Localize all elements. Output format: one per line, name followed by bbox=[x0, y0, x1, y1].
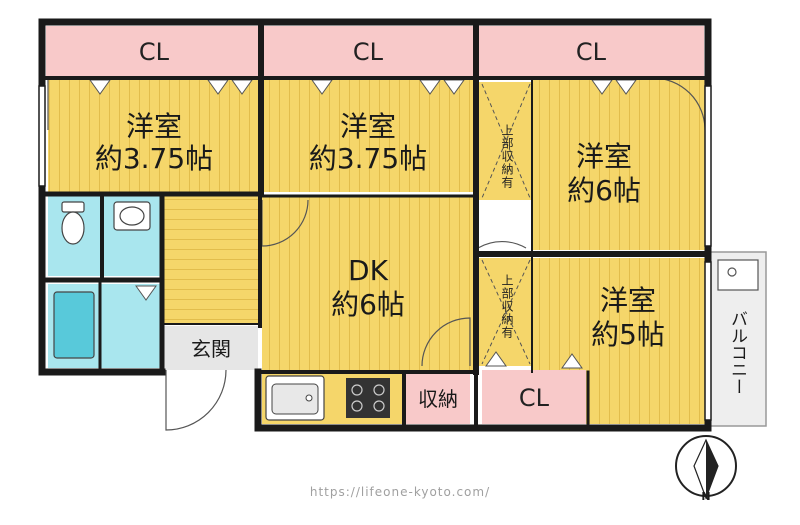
western-room-2-size: 約3.75帖 bbox=[309, 142, 427, 175]
sink-icon bbox=[113, 201, 151, 231]
western-room-4-name: 洋室 bbox=[600, 284, 656, 317]
western-room-4-size: 約5帖 bbox=[591, 318, 665, 351]
windows bbox=[38, 85, 712, 421]
closet-4 bbox=[482, 370, 586, 424]
balcony-label: バルコニー bbox=[727, 310, 747, 395]
closet-3 bbox=[478, 26, 704, 78]
western-room-1-name: 洋室 bbox=[126, 110, 182, 143]
bathtub-icon bbox=[53, 291, 95, 359]
western-room-1-size: 約3.75帖 bbox=[95, 142, 213, 175]
upper-storage-strip-1 bbox=[478, 82, 532, 200]
upper-storage-label-1: 上部収納有 bbox=[500, 124, 514, 189]
stove-icon bbox=[346, 378, 390, 418]
western-room-3-size: 約6帖 bbox=[567, 174, 641, 207]
compass-icon bbox=[675, 435, 737, 500]
entrance-floor bbox=[164, 326, 258, 370]
western-room-3-floor bbox=[533, 78, 705, 250]
compass-north-label: N bbox=[701, 490, 710, 503]
upper-storage-diagonals bbox=[481, 83, 531, 365]
closet-2-label: CL bbox=[353, 38, 384, 66]
hallway-floor bbox=[164, 196, 260, 324]
storage-label: 収納 bbox=[418, 387, 458, 411]
dk-floor bbox=[262, 196, 474, 370]
dk-name: DK bbox=[348, 254, 389, 287]
watermark: https://lifeone-kyoto.com/ bbox=[310, 485, 490, 499]
closet-4-label: CL bbox=[519, 384, 550, 412]
kitchen-sink-icon bbox=[265, 375, 325, 421]
entrance-label: 玄関 bbox=[191, 337, 231, 361]
storage bbox=[406, 370, 470, 424]
closet-1 bbox=[46, 26, 260, 78]
closet-3-label: CL bbox=[576, 38, 607, 66]
western-room-3-name: 洋室 bbox=[576, 140, 632, 173]
closet-2 bbox=[262, 26, 474, 78]
closet-1-label: CL bbox=[139, 38, 170, 66]
balcony-drain-icon bbox=[717, 259, 759, 291]
western-room-2-floor bbox=[262, 78, 474, 192]
western-room-2-name: 洋室 bbox=[340, 110, 396, 143]
dk-size: 約6帖 bbox=[331, 288, 405, 321]
western-room-1-floor bbox=[48, 78, 260, 192]
toilet-icon bbox=[61, 201, 85, 245]
upper-storage-label-2: 上部収納有 bbox=[500, 274, 514, 339]
dressing-room bbox=[100, 284, 162, 368]
